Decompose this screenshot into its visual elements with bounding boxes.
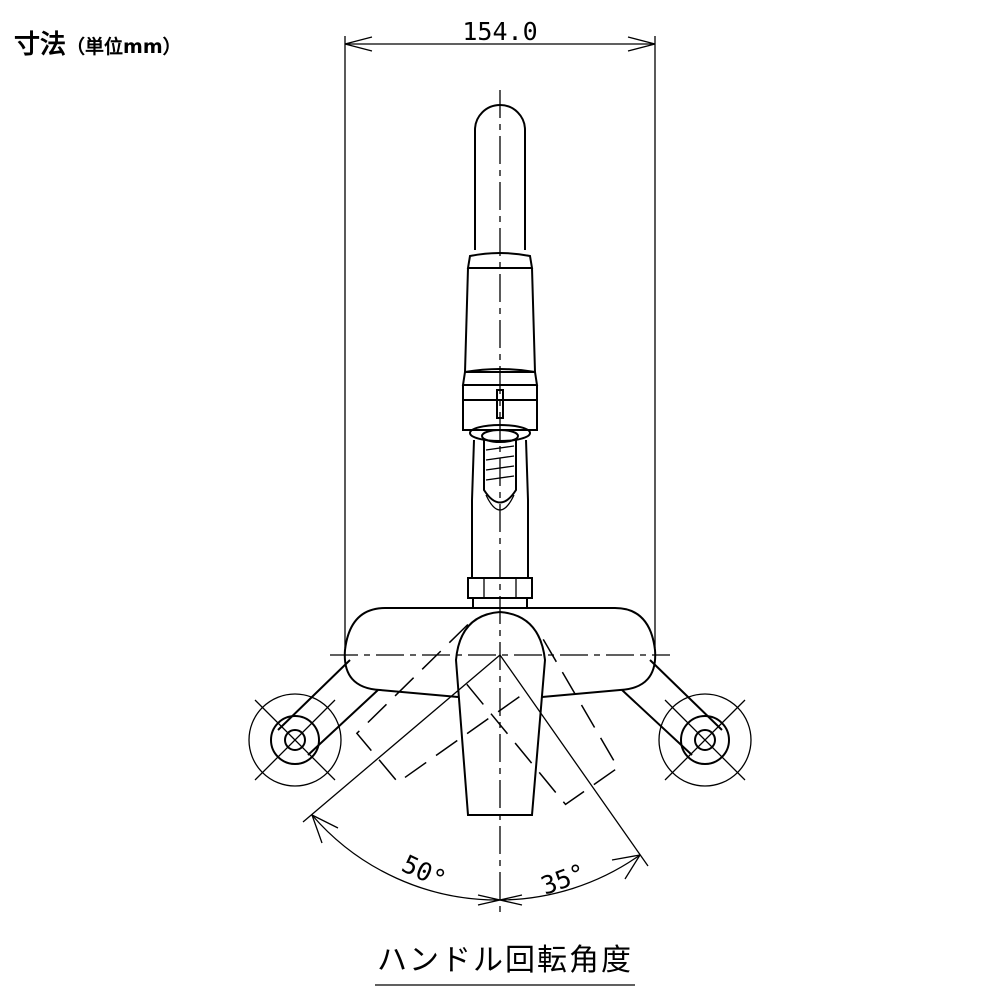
lever-handle bbox=[454, 610, 547, 816]
width-dimension: 154.0 bbox=[344, 17, 656, 648]
spout bbox=[461, 104, 539, 609]
handle-rotated-left bbox=[355, 623, 526, 784]
title-unit: （単位mm） bbox=[66, 36, 182, 58]
right-mount bbox=[658, 693, 752, 787]
right-arm bbox=[621, 659, 723, 756]
dimension-title: 寸法（単位mm） bbox=[14, 24, 182, 61]
left-arm bbox=[277, 659, 379, 756]
angle-left-label: 50° bbox=[397, 849, 450, 894]
left-mount bbox=[248, 693, 342, 787]
title-main: 寸法 bbox=[14, 30, 67, 60]
width-label: 154.0 bbox=[462, 17, 537, 46]
angle-line-left bbox=[302, 654, 501, 823]
angle-right-label: 35° bbox=[537, 858, 589, 901]
faucet-body bbox=[343, 607, 657, 698]
caption: ハンドル回転角度 bbox=[377, 943, 633, 978]
handle-rotated-right bbox=[466, 632, 619, 806]
angle-line-right bbox=[499, 654, 649, 867]
angle-arc bbox=[311, 814, 641, 901]
